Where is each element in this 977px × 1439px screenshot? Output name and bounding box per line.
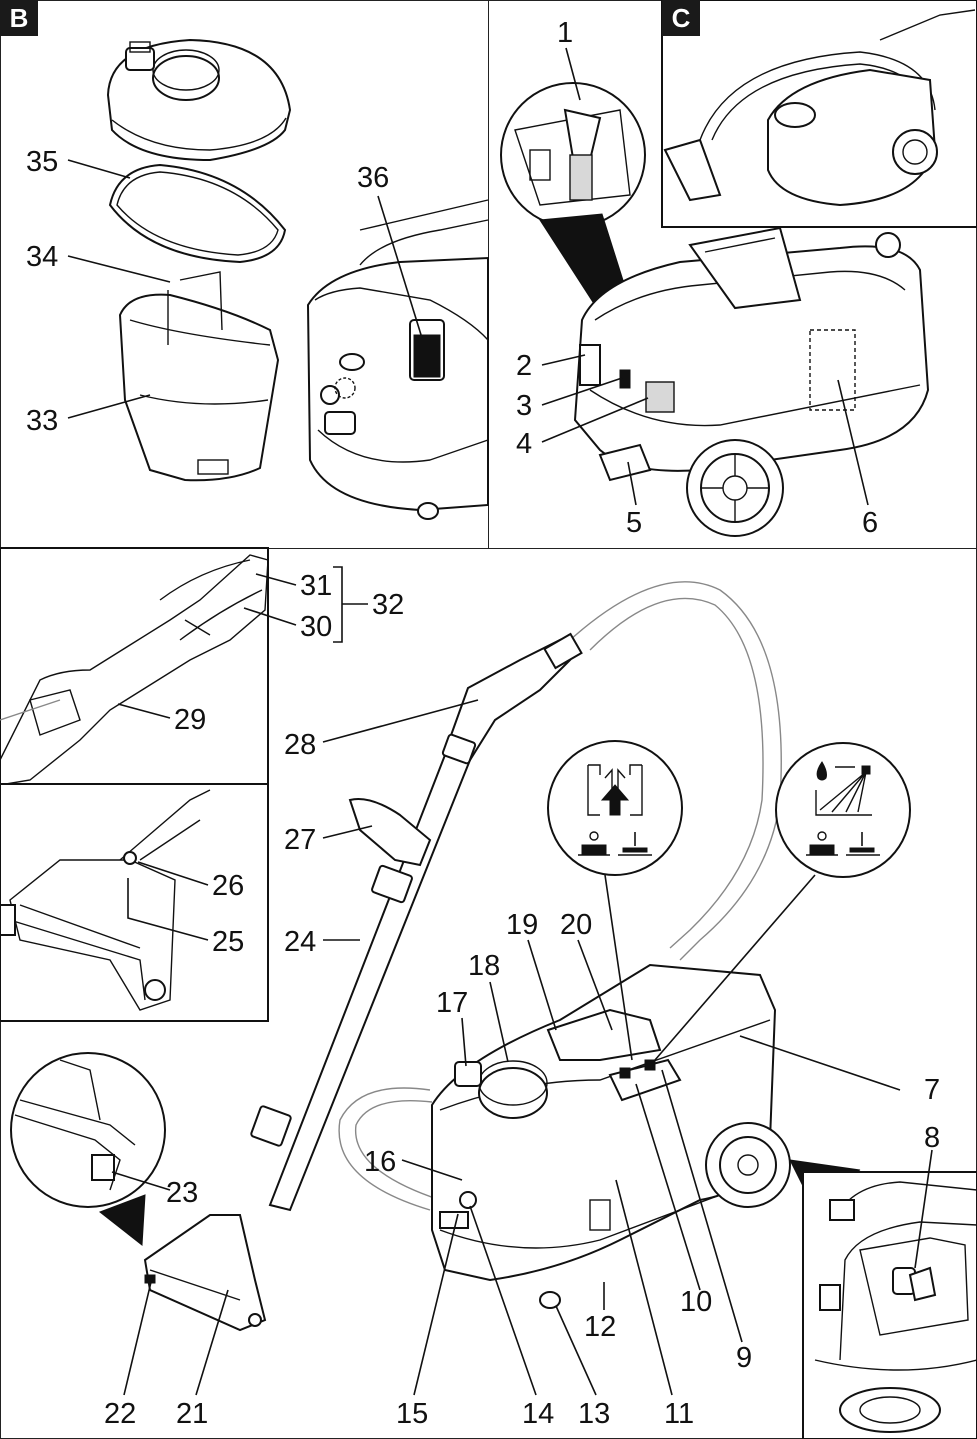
- detail-magnifier-c: [500, 82, 646, 228]
- leader-lines-main: [111, 573, 933, 1396]
- tank-lid: [106, 38, 292, 162]
- callout-7: 7: [924, 1074, 940, 1106]
- symbol-callout-spray: [654, 742, 911, 1061]
- callout-11: 11: [664, 1398, 694, 1430]
- callout-21: 21: [176, 1398, 208, 1430]
- callout-20: 20: [560, 909, 592, 941]
- inset-c-machine: [663, 9, 976, 207]
- callout-14: 14: [522, 1398, 554, 1430]
- base-unit-b: [306, 199, 489, 520]
- inset-hand-spray-tube: [0, 547, 269, 786]
- callout-18: 18: [468, 950, 500, 982]
- suction-mode-symbol-icon: [578, 764, 652, 856]
- callout-26: 26: [212, 870, 244, 902]
- panel-c-drawing: [500, 0, 977, 537]
- panel-b-drawing: [67, 38, 489, 520]
- panel-b-tag: B: [0, 0, 38, 36]
- callout-33: 33: [26, 405, 58, 437]
- detail-magnifier-23: [10, 1052, 166, 1246]
- callout-17: 17: [436, 987, 468, 1019]
- inset-drain-valve: [802, 1171, 977, 1439]
- callout-36: 36: [357, 162, 389, 194]
- panel-c-tag: C: [662, 0, 700, 36]
- callout-9: 9: [736, 1342, 752, 1374]
- symbol-callout-suction: [547, 740, 683, 1061]
- callout-5: 5: [626, 507, 642, 539]
- callout-8: 8: [924, 1122, 940, 1154]
- callout-24: 24: [284, 926, 316, 958]
- main-machine-body: [431, 963, 861, 1309]
- machine-body-c: [573, 226, 930, 537]
- inset-nozzle-detail: [0, 783, 269, 1022]
- callout-4: 4: [516, 428, 532, 460]
- callout-34: 34: [26, 241, 58, 273]
- callout-1: 1: [557, 17, 573, 49]
- callout-19: 19: [506, 909, 538, 941]
- callout-35: 35: [26, 146, 58, 178]
- callout-15: 15: [396, 1398, 428, 1430]
- callout-30: 30: [300, 611, 332, 643]
- dirt-water-insert: [118, 271, 280, 482]
- callout-28: 28: [284, 729, 316, 761]
- callout-27: 27: [284, 824, 316, 856]
- callout-23: 23: [166, 1177, 198, 1209]
- callout-12: 12: [584, 1311, 616, 1343]
- callout-25: 25: [212, 926, 244, 958]
- callout-10: 10: [680, 1286, 712, 1318]
- callout-16: 16: [364, 1146, 396, 1178]
- callout-22: 22: [104, 1398, 136, 1430]
- callout-3: 3: [516, 390, 532, 422]
- spray-mode-symbol-icon: [806, 761, 880, 856]
- callout-32: 32: [372, 589, 404, 621]
- suction-tube-wand: [143, 632, 583, 1332]
- callout-2: 2: [516, 350, 532, 382]
- lid-seal: [108, 163, 287, 264]
- callout-13: 13: [578, 1398, 610, 1430]
- callout-29: 29: [174, 704, 206, 736]
- callout-6: 6: [862, 507, 878, 539]
- spray-hose: [338, 581, 782, 1211]
- callout-31: 31: [300, 570, 332, 602]
